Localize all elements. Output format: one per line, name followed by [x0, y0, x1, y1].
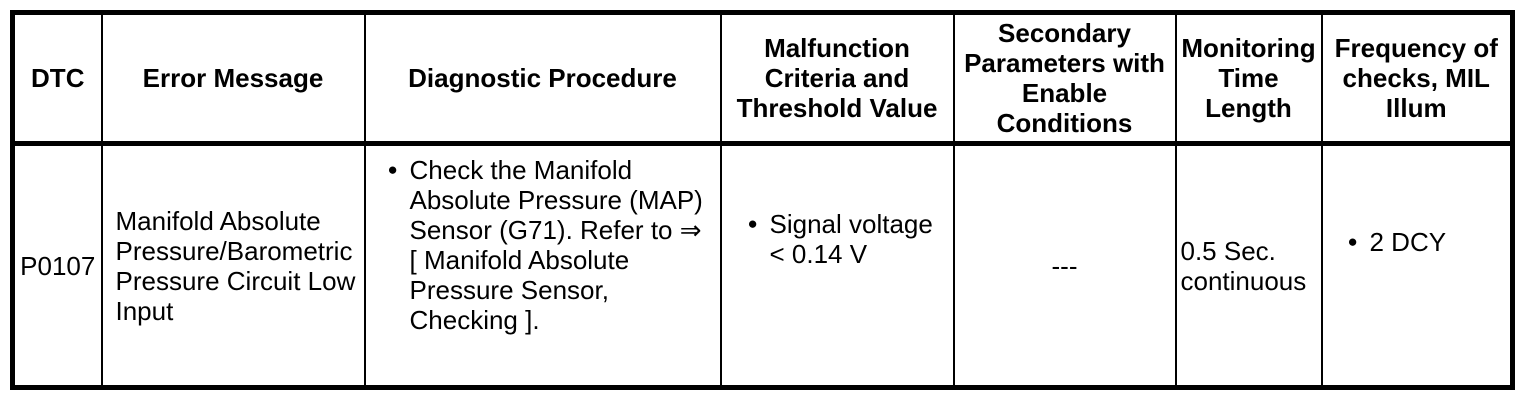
cell-error-message: Manifold Absolute Pressure/Barometric Pr…	[100, 142, 366, 389]
malfunction-criteria-text: Signal voltage < 0.14 V	[769, 208, 933, 269]
col-header-secondary-parameters: Secondary Parameters with Enable Conditi…	[952, 11, 1177, 146]
table-row: P0107 Manifold Absolute Pressure/Baromet…	[11, 142, 1514, 389]
malfunction-criteria-item: ● Signal voltage < 0.14 V	[748, 209, 949, 269]
cell-secondary-parameters: ---	[952, 142, 1177, 389]
cell-malfunction-criteria: ● Signal voltage < 0.14 V	[719, 142, 955, 389]
col-header-malfunction-criteria: Malfunction Criteria and Threshold Value	[719, 11, 955, 146]
bullet-icon: ●	[1347, 231, 1358, 251]
frequency-item: ● 2 DCY	[1348, 227, 1507, 257]
col-header-dtc: DTC	[11, 11, 103, 146]
bullet-icon: ●	[747, 213, 758, 233]
bullet-icon: ●	[387, 160, 398, 179]
col-header-error-message: Error Message	[100, 11, 366, 146]
dtc-table: DTC Error Message Diagnostic Procedure M…	[10, 10, 1515, 390]
col-header-monitoring-time: Monitoring Time Length	[1174, 11, 1323, 146]
diagnostic-procedure-item: ● Check the Manifold Absolute Pressure (…	[388, 155, 716, 335]
col-header-diagnostic-procedure: Diagnostic Procedure	[363, 11, 722, 146]
cell-diagnostic-procedure: ● Check the Manifold Absolute Pressure (…	[363, 142, 722, 389]
col-header-frequency: Frequency of checks, MIL Illum	[1320, 11, 1514, 146]
frequency-text: 2 DCY	[1369, 226, 1447, 257]
cell-dtc-code: P0107	[11, 142, 103, 389]
header-row: DTC Error Message Diagnostic Procedure M…	[11, 11, 1514, 146]
diagnostic-procedure-text: Check the Manifold Absolute Pressure (MA…	[409, 155, 703, 335]
cell-monitoring-time: 0.5 Sec. continuous	[1174, 142, 1323, 389]
cell-frequency: ● 2 DCY	[1320, 142, 1514, 389]
